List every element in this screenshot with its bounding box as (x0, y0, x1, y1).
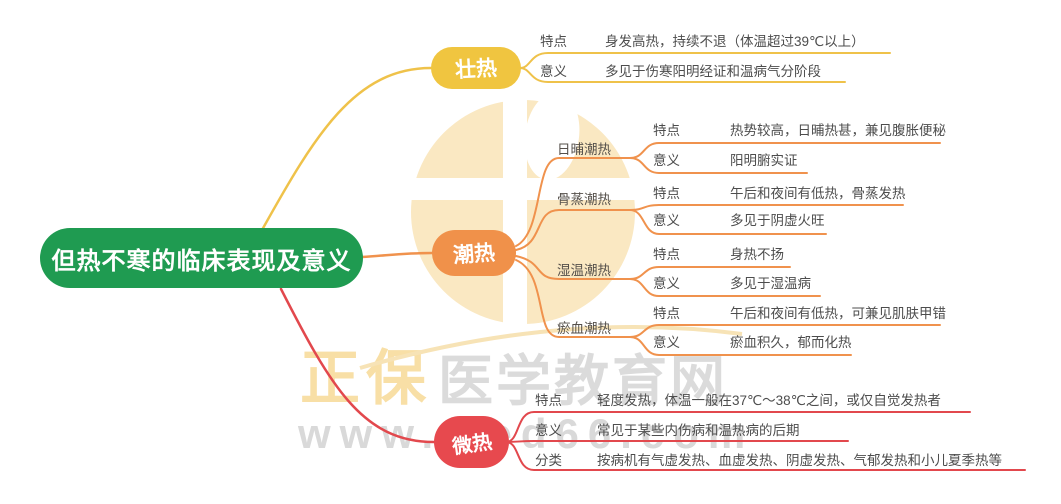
detail-row[interactable]: 特点 轻度发热，体温一般在37℃～38℃之间，或仅自觉发热者 (535, 392, 941, 410)
detail-row[interactable]: 特点 午后和夜间有低热，骨蒸发热 (653, 185, 906, 203)
subtopic-damp-warm-tidal-fever[interactable]: 湿温潮热 (557, 263, 611, 278)
detail-term: 特点 (653, 247, 680, 262)
detail-row[interactable]: 意义 多见于伤寒阳明经证和温病气分阶段 (540, 63, 821, 81)
detail-term: 意义 (540, 64, 567, 79)
detail-text: 午后和夜间有低热，骨蒸发热 (730, 186, 906, 201)
detail-row[interactable]: 分类 按病机有气虚发热、血虚发热、阴虚发热、气郁发热和小儿夏季热等 (535, 452, 1002, 470)
detail-term: 意义 (535, 423, 562, 438)
detail-text: 按病机有气虚发热、血虚发热、阴虚发热、气郁发热和小儿夏季热等 (597, 453, 1002, 468)
detail-term: 特点 (535, 393, 562, 408)
branch-lines-strong-heat (260, 52, 891, 232)
detail-text: 身发高热，持续不退（体温超过39℃以上） (605, 34, 865, 49)
watermark-url: www.med66.com (298, 410, 755, 457)
watermark-site-name: 医学教育网 (438, 350, 729, 412)
detail-term: 特点 (653, 123, 680, 138)
detail-row[interactable]: 特点 身发高热，持续不退（体温超过39℃以上） (540, 33, 865, 51)
central-topic[interactable]: 但热不寒的临床表现及意义 (40, 228, 363, 288)
subtopic-bone-steaming-tidal-fever[interactable]: 骨蒸潮热 (557, 192, 611, 207)
branch-strong-heat[interactable]: 壮热 (431, 47, 521, 89)
branch-mild-heat[interactable]: 微热 (434, 416, 509, 468)
detail-term: 分类 (535, 453, 562, 468)
detail-row[interactable]: 意义 瘀血积久，郁而化热 (653, 334, 852, 352)
detail-term: 意义 (653, 153, 680, 168)
detail-row[interactable]: 特点 热势较高，日晡热甚，兼见腹胀便秘 (653, 122, 946, 140)
detail-row[interactable]: 意义 多见于湿温病 (653, 275, 811, 293)
detail-term: 意义 (653, 213, 680, 228)
detail-row[interactable]: 特点 午后和夜间有低热，可兼见肌肤甲错 (653, 305, 946, 323)
detail-text: 热势较高，日晡热甚，兼见腹胀便秘 (730, 123, 946, 138)
subtopic-blood-stasis-tidal-fever[interactable]: 瘀血潮热 (557, 321, 611, 336)
detail-text: 午后和夜间有低热，可兼见肌肤甲错 (730, 306, 946, 321)
detail-term: 特点 (653, 186, 680, 201)
detail-row[interactable]: 意义 阳明腑实证 (653, 152, 798, 170)
detail-text: 多见于阴虚火旺 (730, 213, 825, 228)
branch-strong-heat-label: 壮热 (454, 56, 498, 83)
detail-text: 瘀血积久，郁而化热 (730, 335, 852, 350)
detail-text: 身热不扬 (730, 247, 784, 262)
subtopic-sunset-tidal-fever[interactable]: 日晡潮热 (557, 142, 611, 157)
detail-text: 多见于伤寒阳明经证和温病气分阶段 (605, 64, 821, 79)
detail-text: 多见于湿温病 (730, 276, 811, 291)
branch-lines-tidal-heat (360, 142, 941, 356)
central-topic-label: 但热不寒的临床表现及意义 (51, 247, 352, 275)
detail-term: 意义 (653, 276, 680, 291)
detail-text: 常见于某些内伤病和温热病的后期 (597, 423, 800, 438)
detail-term: 特点 (540, 34, 567, 49)
detail-term: 意义 (653, 335, 680, 350)
detail-term: 特点 (653, 306, 680, 321)
detail-row[interactable]: 特点 身热不扬 (653, 246, 784, 264)
detail-row[interactable]: 意义 多见于阴虚火旺 (653, 212, 825, 230)
branch-tidal-heat[interactable]: 潮热 (432, 230, 516, 276)
detail-text: 轻度发热，体温一般在37℃～38℃之间，或仅自觉发热者 (597, 393, 941, 408)
detail-text: 阳明腑实证 (730, 153, 798, 168)
branch-mild-heat-label: 微热 (450, 430, 494, 459)
branch-tidal-heat-label: 潮热 (452, 241, 496, 268)
detail-row[interactable]: 意义 常见于某些内伤病和温热病的后期 (535, 422, 800, 440)
